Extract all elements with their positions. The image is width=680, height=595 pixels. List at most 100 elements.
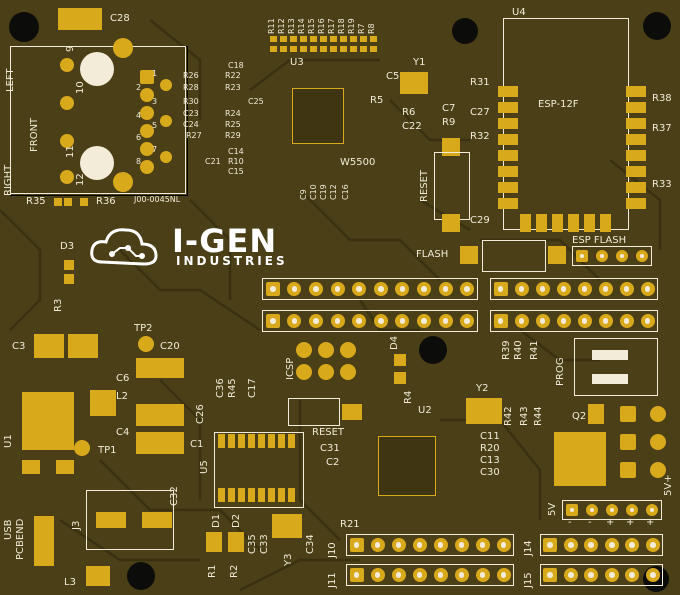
pin-drill xyxy=(539,286,546,292)
c4-pad xyxy=(136,404,184,426)
pin-drill xyxy=(479,572,486,578)
pin-drill xyxy=(547,572,554,578)
mounting-hole xyxy=(419,336,447,364)
pin-drill xyxy=(442,318,449,324)
header-pin xyxy=(626,504,638,516)
silk-top-resistor: R13 xyxy=(287,18,296,34)
prog-switch-outline xyxy=(574,338,658,396)
reset-top-pad xyxy=(442,214,460,232)
silk-r23: R23 xyxy=(225,83,241,92)
icsp-pin xyxy=(318,342,334,358)
silk-l3: L3 xyxy=(64,577,76,588)
pin-drill xyxy=(353,542,360,548)
u5-pad xyxy=(268,434,275,448)
header-pin xyxy=(287,314,302,328)
pin-drill xyxy=(395,542,402,548)
silk-c17: C17 xyxy=(247,378,258,398)
header-pin xyxy=(596,250,608,262)
silk-plus-3: + xyxy=(646,517,655,528)
u5-outline xyxy=(214,432,304,508)
top-resistor-pad xyxy=(340,36,347,42)
silk-plus-2: + xyxy=(626,517,635,528)
pin-drill xyxy=(588,572,595,578)
pin-drill xyxy=(500,572,507,578)
pin-drill xyxy=(399,286,406,292)
silk-c4: C4 xyxy=(116,427,130,438)
silk-flash: FLASH xyxy=(416,249,449,260)
silk-top-resistor: R18 xyxy=(337,18,346,34)
top-resistor-pad xyxy=(330,36,337,42)
header-pin xyxy=(577,282,592,296)
prog-switch[interactable] xyxy=(592,350,628,360)
esp-pad xyxy=(626,150,646,161)
top-resistor-pad xyxy=(330,46,337,52)
pin-drill xyxy=(442,286,449,292)
pin-drill xyxy=(421,286,427,292)
esp-pad xyxy=(498,86,518,97)
pin-drill xyxy=(356,286,362,292)
pin-drill xyxy=(619,253,625,259)
pin-drill xyxy=(649,542,656,548)
silk-c20: C20 xyxy=(160,341,180,352)
silk-c29: C29 xyxy=(470,215,490,226)
silk-top-resistor: R7 xyxy=(357,23,366,34)
top-resistor-pad xyxy=(320,36,327,42)
power-terminal-pin xyxy=(620,462,636,478)
prog-switch[interactable] xyxy=(592,374,628,384)
header-pin xyxy=(514,314,529,328)
silk-l2: L2 xyxy=(116,391,128,402)
pin-drill xyxy=(560,318,567,324)
header-pin xyxy=(556,282,571,296)
header-pin xyxy=(460,314,475,328)
silk-j10: J10 xyxy=(327,542,338,558)
pin-drill xyxy=(639,253,645,259)
d4-pad xyxy=(394,354,406,366)
pin-drill xyxy=(356,318,362,324)
reset-bottom-outline xyxy=(288,398,340,426)
header-frame xyxy=(572,246,652,266)
silk-r9: R9 xyxy=(442,117,456,128)
silk-r6: R6 xyxy=(402,107,416,118)
silk-c30: C30 xyxy=(480,467,500,478)
header-pin xyxy=(349,538,364,552)
pin-drill xyxy=(560,286,567,292)
header-pin xyxy=(514,282,529,296)
pin-drill xyxy=(421,318,427,324)
header-frame xyxy=(346,564,514,586)
header-pin xyxy=(330,314,345,328)
esp12f-outline xyxy=(503,18,629,230)
jack-pad xyxy=(160,115,172,127)
silk-top-resistor: R17 xyxy=(327,18,336,34)
top-resistor-pad xyxy=(370,46,377,52)
u2-body xyxy=(378,436,436,496)
u1-body xyxy=(22,392,74,450)
silk-r25: R25 xyxy=(225,120,241,129)
pin-drill xyxy=(518,286,525,292)
header-pin xyxy=(598,282,613,296)
silk-pin6: 6 xyxy=(136,133,142,142)
pin-drill xyxy=(644,286,651,292)
top-resistor-pad xyxy=(310,36,317,42)
silk-r27: R27 xyxy=(186,131,202,140)
j3-pad xyxy=(142,512,172,528)
esp-pad xyxy=(626,134,646,145)
silk-r40: R40 xyxy=(513,340,524,360)
u5-pad xyxy=(268,488,275,502)
header-pin xyxy=(309,314,323,328)
silk-u4: U4 xyxy=(512,7,526,18)
silk-5v: 5V xyxy=(547,502,558,516)
u5-pad xyxy=(238,488,245,502)
silk-j3: J3 xyxy=(71,520,82,530)
silk-d1: D1 xyxy=(211,513,222,528)
rj45-silk xyxy=(10,46,186,194)
header-frame xyxy=(540,564,663,586)
silk-top-resistor: R16 xyxy=(317,18,326,34)
l3-pad xyxy=(86,566,110,586)
pin-drill xyxy=(313,286,319,292)
esp-pad xyxy=(498,166,518,177)
header-pin xyxy=(370,538,385,552)
esp-pad xyxy=(626,198,646,209)
header-pin xyxy=(640,314,655,328)
silk-u2: U2 xyxy=(418,405,432,416)
pin-drill xyxy=(623,286,630,292)
